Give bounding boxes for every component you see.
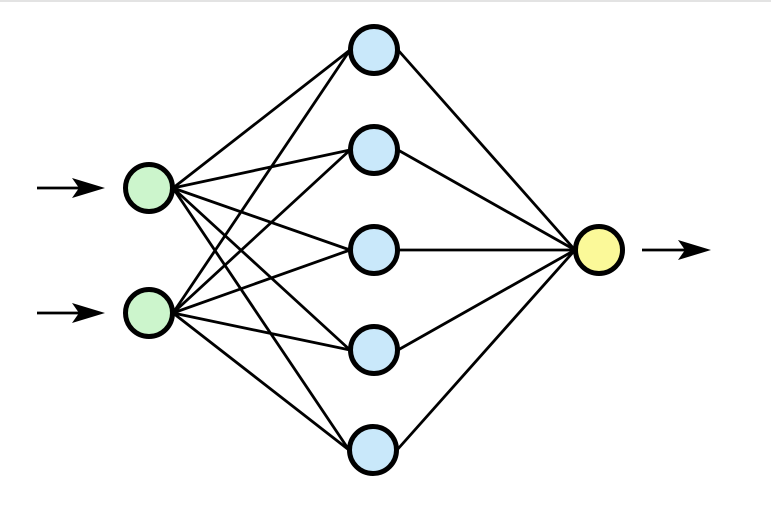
hidden-node-3 <box>348 224 400 276</box>
edge-h4-out1 <box>397 248 576 352</box>
output-arrow-head <box>678 240 711 260</box>
edge-h5-out1 <box>395 249 577 451</box>
edge-in2-h4 <box>172 311 351 352</box>
edge-in1-h2 <box>172 148 351 190</box>
hidden-node-2 <box>348 124 400 176</box>
edge-in2-h1 <box>171 49 352 314</box>
input-node-2 <box>123 287 175 339</box>
hidden-node-4 <box>348 324 400 376</box>
top-border-line <box>0 0 771 2</box>
edge-in1-h1 <box>172 48 351 190</box>
input-arrow-2-head <box>72 303 105 323</box>
hidden-node-1 <box>348 24 400 76</box>
edge-in2-h3 <box>172 248 351 315</box>
input-node-1 <box>123 162 175 214</box>
input-arrow-1-head <box>72 178 105 198</box>
edge-in2-h2 <box>172 148 351 315</box>
edge-h2-out1 <box>397 148 576 252</box>
edge-h1-out1 <box>396 49 577 251</box>
edge-in1-h5 <box>171 187 351 451</box>
edge-in2-h5 <box>172 311 350 452</box>
edge-in1-h3 <box>172 186 351 252</box>
hidden-node-5 <box>347 424 399 476</box>
output-node-1 <box>573 224 625 276</box>
edge-in1-h4 <box>172 186 351 352</box>
